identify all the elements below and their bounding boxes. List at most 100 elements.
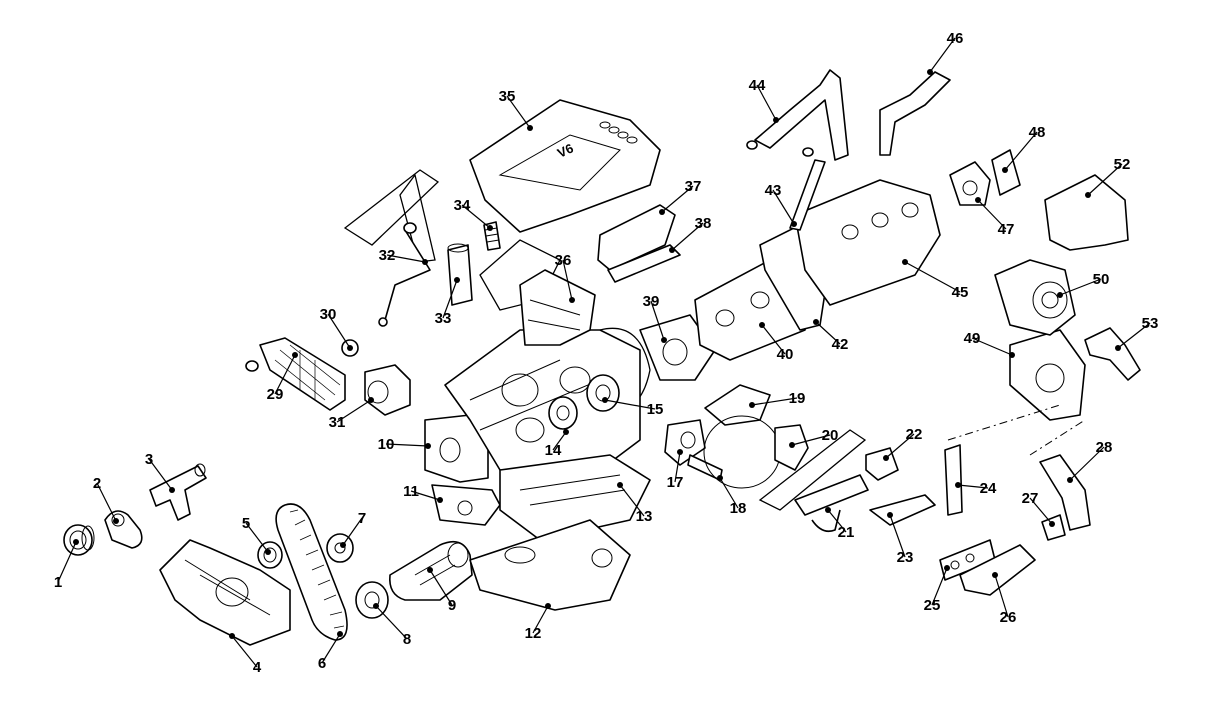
callout-label-11: 11 [403, 483, 419, 500]
part-31-tensioner [364, 364, 411, 416]
leader-dot-1 [73, 539, 79, 545]
leader-line-4 [231, 635, 258, 668]
part-17-pump [664, 419, 706, 466]
callout-label-18: 18 [730, 500, 747, 517]
leader-line-19 [751, 397, 798, 406]
callout-label-42: 42 [832, 336, 849, 353]
leader-line-15 [604, 399, 656, 410]
leader-dot-9 [427, 567, 433, 573]
part-45-valve-cover [794, 179, 941, 306]
leader-line-47 [977, 199, 1007, 230]
callout-label-19: 19 [789, 390, 806, 407]
leader-dot-31 [368, 397, 374, 403]
leader-line-2 [96, 482, 117, 522]
callout-label-3: 3 [145, 451, 153, 468]
leader-line-30 [327, 313, 351, 349]
leader-line-32 [386, 254, 426, 263]
leader-dot-14 [563, 429, 569, 435]
callout-label-22: 22 [906, 426, 923, 443]
leader-dot-12 [545, 603, 551, 609]
leader-line-43 [772, 189, 795, 225]
callout-label-24: 24 [980, 480, 997, 497]
part-24-pipe [944, 444, 963, 516]
leader-line-8 [375, 605, 408, 640]
callout-label-23: 23 [897, 549, 914, 566]
leader-dot-30 [347, 345, 353, 351]
leader-dot-40 [759, 322, 765, 328]
leader-dot-25 [944, 565, 950, 571]
part-28-exhaust-pipe [1039, 454, 1091, 531]
leader-dot-38 [669, 247, 675, 253]
leader-line-23 [889, 514, 906, 558]
part-27-flange [1041, 514, 1066, 541]
leader-line-26 [994, 574, 1009, 618]
callout-label-10: 10 [378, 436, 395, 453]
leader-line-29 [274, 354, 296, 395]
callout-label-39: 39 [643, 293, 660, 310]
callout-label-40: 40 [777, 346, 794, 363]
part-39-gasket [639, 314, 716, 381]
leader-line-52 [1087, 163, 1123, 196]
dashed-connectors [947, 404, 1086, 456]
callout-label-48: 48 [1029, 124, 1046, 141]
leader-line-45 [904, 261, 961, 293]
callout-label-28: 28 [1096, 439, 1113, 456]
part-22-fitting [865, 447, 899, 481]
leader-dot-45 [902, 259, 908, 265]
leader-dot-46 [927, 69, 933, 75]
leader-line-40 [761, 324, 786, 355]
leader-dot-6 [337, 631, 343, 637]
leader-line-17 [674, 451, 681, 483]
leader-line-25 [931, 567, 948, 606]
leader-dot-52 [1085, 192, 1091, 198]
leader-dot-3 [169, 487, 175, 493]
callout-label-7: 7 [358, 510, 366, 527]
part-29-intake-duct [245, 337, 346, 411]
callout-label-38: 38 [695, 215, 712, 232]
callout-label-5: 5 [242, 515, 250, 532]
callout-label-52: 52 [1114, 156, 1131, 173]
part-43-breather-line [789, 159, 826, 231]
leader-line-48 [1004, 131, 1038, 171]
leader-dot-32 [422, 259, 428, 265]
part-1-pulley [63, 524, 95, 556]
part-21-hose [794, 474, 869, 533]
leader-line-33 [442, 279, 458, 319]
callout-label-1: 1 [54, 574, 62, 591]
leader-dot-33 [454, 277, 460, 283]
part-15-gear [586, 374, 620, 412]
leader-line-34 [461, 204, 491, 229]
leader-dot-28 [1067, 477, 1073, 483]
leader-dot-8 [373, 603, 379, 609]
leader-line-42 [815, 321, 841, 345]
leader-line-14 [552, 431, 567, 451]
callout-label-37: 37 [685, 178, 702, 195]
callout-label-8: 8 [403, 631, 411, 648]
part-11-bracket [431, 484, 501, 526]
leader-dot-44 [773, 117, 779, 123]
leader-lines [57, 37, 1151, 668]
callout-label-36: 36 [555, 252, 572, 269]
leader-line-9 [429, 569, 453, 606]
leader-dot-24 [955, 482, 961, 488]
leader-line-38 [671, 222, 704, 251]
leader-dot-36 [569, 297, 575, 303]
leader-line-22 [885, 433, 915, 459]
callout-label-29: 29 [267, 386, 284, 403]
callout-label-35: 35 [499, 88, 516, 105]
leader-line-20 [791, 434, 831, 446]
callout-labels: 1234567891011121314151718192021222324252… [54, 30, 1159, 676]
leader-line-6 [321, 633, 341, 664]
leader-dot-19 [749, 402, 755, 408]
leader-dot-29 [292, 352, 298, 358]
part-38-gasket [607, 244, 681, 283]
callout-label-31: 31 [329, 414, 346, 431]
part-50-turbocharger [994, 259, 1076, 336]
leader-line-35 [506, 95, 531, 129]
callout-label-49: 49 [964, 330, 981, 347]
callout-label-26: 26 [1000, 609, 1017, 626]
part-33-tube [447, 243, 473, 306]
leader-line-24 [957, 484, 989, 489]
leader-dot-21 [825, 507, 831, 513]
part-5-sprocket [257, 541, 283, 569]
